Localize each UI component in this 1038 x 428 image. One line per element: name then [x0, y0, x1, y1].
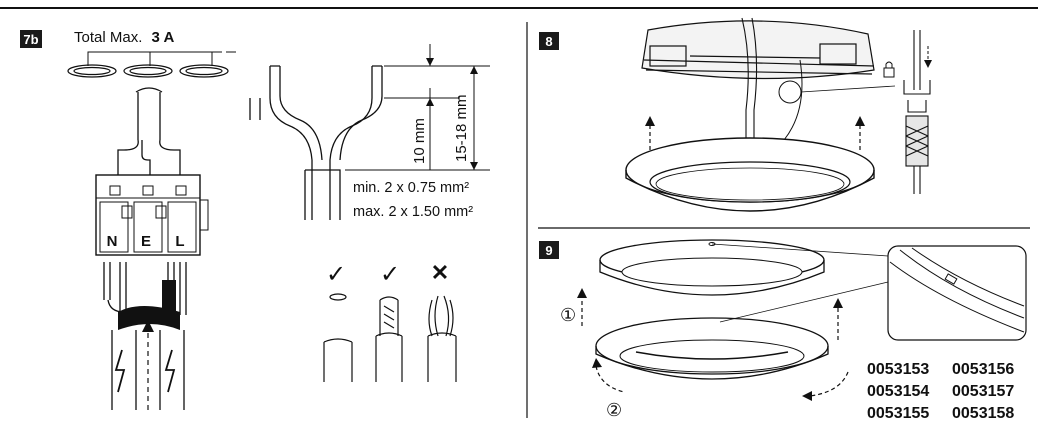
detail-callout-circle	[778, 80, 802, 104]
article-codes: 0053153 0053156 0053154 0053157 0053155 …	[867, 361, 1014, 422]
dimension-lines	[345, 44, 490, 171]
arrow-curve-icon	[802, 391, 812, 401]
terminal-block: N E L	[95, 174, 209, 256]
safety-cable	[783, 59, 803, 141]
luminaire-ring-8	[625, 137, 875, 212]
dimension-arrow-icon	[426, 98, 434, 106]
total-max-value: 3 A	[152, 29, 175, 46]
stranded-wire-icon	[427, 295, 457, 382]
dimension-arrow-icon	[426, 58, 434, 66]
arrow-down-icon	[924, 60, 932, 68]
cable-gripper-detail	[903, 30, 931, 194]
terminal-e-label: E	[141, 233, 151, 250]
step-9-badge	[539, 241, 559, 259]
callout-leader-line-2	[711, 243, 889, 257]
article-code: 0053155	[867, 405, 929, 422]
arrow-up-icon	[645, 116, 865, 126]
svg-text:Total Max. 3 A: Total Max. 3 A	[74, 29, 174, 46]
rotate-arrow-right	[809, 371, 849, 397]
solid-wire-icon	[323, 293, 353, 382]
arrow-up-icon	[577, 288, 587, 298]
check-mark-icon: ✓	[326, 261, 346, 288]
arrow-up-icon	[142, 320, 154, 332]
voltage-warning-icon	[114, 349, 126, 393]
total-max-label: Total Max.	[74, 29, 142, 46]
step-9-badge-label: 9	[545, 243, 552, 258]
wire-max-label: max. 2 x 1.50 mm²	[353, 204, 473, 220]
terminal-n-label: N	[107, 233, 118, 250]
voltage-warning-icon-2	[164, 349, 176, 393]
step-8-panel: 8	[539, 17, 932, 212]
step-2-label: ②	[606, 400, 622, 420]
terminal-l-label: L	[175, 233, 184, 250]
stripped-wire-detail	[249, 65, 383, 220]
article-code: 0053156	[952, 361, 1014, 378]
dimension-10mm-label: 10 mm	[411, 118, 428, 164]
cross-mark-icon: ✕	[431, 260, 449, 285]
detail-zoom-box	[887, 245, 1027, 341]
step-7b-badge	[20, 30, 42, 48]
article-code: 0053154	[867, 383, 929, 400]
check-mark-icon-2: ✓	[380, 261, 400, 288]
article-code: 0053157	[952, 383, 1014, 400]
detail-zoom-ring-edge	[889, 247, 1025, 333]
step-1-label: ①	[560, 305, 576, 325]
rotate-arrow-left	[595, 365, 625, 393]
lower-ring-9	[595, 317, 829, 380]
callout-leader-line	[800, 85, 896, 93]
ferrule-wire-icon	[375, 296, 403, 382]
step-9-panel: 9 ① ② 0053	[539, 239, 1027, 422]
arrow-curve-icon	[592, 358, 602, 368]
callout-leader-line	[719, 281, 889, 323]
luminaire-rings-icon	[67, 64, 229, 78]
arrow-up-icon	[833, 298, 843, 308]
step-7b-panel: 7b Total Max. 3 A	[20, 29, 490, 410]
step-7b-badge-label: 7b	[23, 32, 38, 47]
lock-icon	[883, 61, 895, 78]
supply-cable-8	[741, 17, 758, 140]
total-max-bracket	[87, 51, 236, 66]
mains-cable	[111, 330, 185, 410]
step-8-badge-label: 8	[545, 34, 552, 49]
article-code: 0053153	[867, 361, 929, 378]
ceiling-mount-bracket	[641, 20, 875, 80]
upper-ring-9	[599, 239, 825, 296]
step-8-badge	[539, 32, 559, 50]
supply-cable	[117, 87, 181, 175]
article-code: 0053158	[952, 405, 1014, 422]
wire-min-label: min. 2 x 0.75 mm²	[353, 180, 469, 196]
dimension-15-18mm-label: 15-18 mm	[453, 94, 470, 162]
wire-bundle	[118, 280, 180, 330]
lift-arrow-lines	[649, 124, 861, 150]
